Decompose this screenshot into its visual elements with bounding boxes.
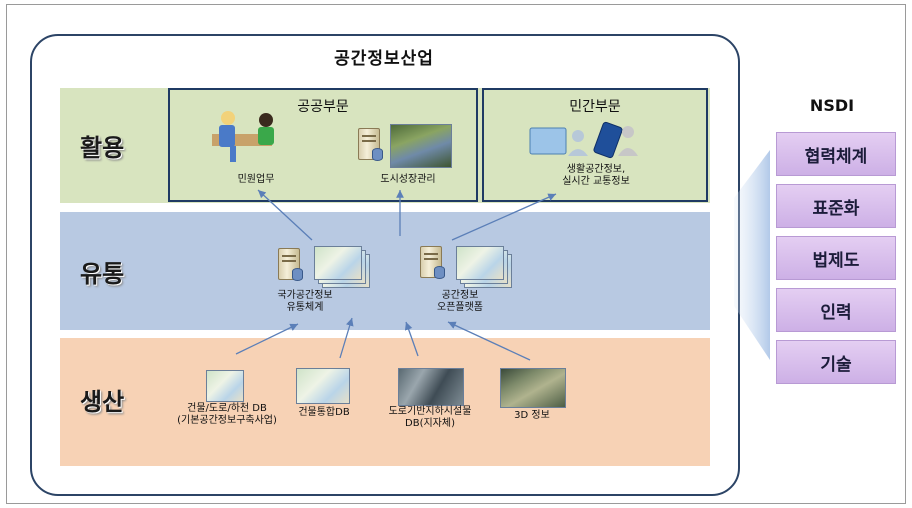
private-caption: 생활공간정보, 실시간 교통정보 bbox=[562, 164, 630, 187]
public-sector-title: 공공부문 bbox=[297, 99, 349, 115]
arrow-underground-to-platform bbox=[404, 321, 419, 357]
production-building-db: 건물통합DB bbox=[298, 407, 350, 418]
distribution-band bbox=[60, 212, 710, 330]
production-band bbox=[60, 338, 710, 466]
band-label-distribution: 유통 bbox=[80, 260, 125, 288]
database-icon bbox=[372, 148, 383, 161]
band-label-use: 활용 bbox=[80, 134, 125, 162]
3d-thumbnail bbox=[500, 368, 566, 408]
basic-db-thumbnail bbox=[206, 370, 244, 402]
production-basic-db: 건물/도로/하천 DB (기본공간정보구축사업) bbox=[177, 403, 277, 426]
private-sector-title: 민간부문 bbox=[569, 99, 621, 115]
platform-database-icon bbox=[434, 266, 445, 279]
nsdi-item-workforce: 인력 bbox=[776, 288, 896, 332]
national-database-icon bbox=[292, 268, 303, 281]
arrow-production-to-national bbox=[235, 323, 299, 355]
diagram-title: 공간정보산업 bbox=[334, 49, 434, 69]
public-item-urban: 도시성장관리 bbox=[380, 174, 436, 185]
production-3d: 3D 정보 bbox=[514, 410, 550, 421]
public-item-civil: 민원업무 bbox=[237, 174, 275, 185]
band-label-production: 생산 bbox=[80, 388, 125, 416]
nsdi-item-cooperation: 협력체계 bbox=[776, 132, 896, 176]
city-map-thumbnail bbox=[390, 124, 452, 168]
public-sector-box: 공공부문 bbox=[168, 88, 478, 202]
arrow-3d-to-platform bbox=[447, 321, 531, 361]
arrow-national-to-civil bbox=[257, 189, 313, 241]
arrow-platform-to-private bbox=[451, 193, 557, 241]
nsdi-item-standardization: 표준화 bbox=[776, 184, 896, 228]
building-db-thumbnail bbox=[296, 368, 350, 404]
node-open-platform: 공간정보 오픈플랫폼 bbox=[437, 290, 483, 313]
nsdi-item-legislation: 법제도 bbox=[776, 236, 896, 280]
figure-frame bbox=[6, 4, 906, 504]
arrow-building-to-national bbox=[339, 317, 354, 359]
nsdi-item-technology: 기술 bbox=[776, 340, 896, 384]
node-national-distribution: 국가공간정보 유통체계 bbox=[277, 290, 333, 313]
nsdi-title: NSDI bbox=[809, 96, 855, 115]
nsdi-spotlight bbox=[734, 150, 770, 360]
underground-db-thumbnail bbox=[398, 368, 464, 406]
production-underground-db: 도로기반지하시설물 DB(지자체) bbox=[388, 406, 472, 429]
